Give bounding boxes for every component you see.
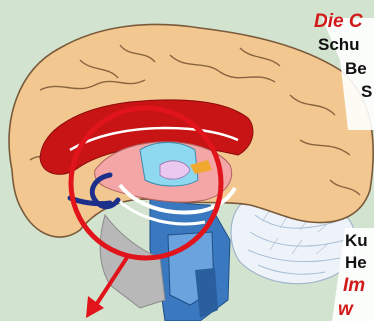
caption-line-3: Be <box>345 60 367 77</box>
caption-line-5: Ku <box>345 232 368 249</box>
caption-line-6: He <box>345 254 367 271</box>
caption-line-4: S <box>361 83 372 100</box>
caption-line-7: Im <box>343 276 365 295</box>
caption-line-2: Schu <box>318 36 360 53</box>
caption-title: Die C <box>314 12 363 31</box>
caption-line-8: w <box>338 300 353 319</box>
